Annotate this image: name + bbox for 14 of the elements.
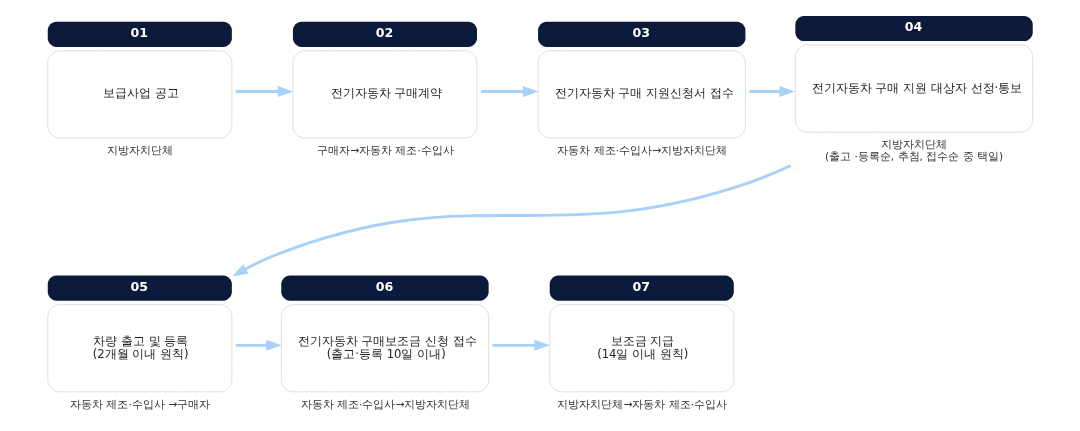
arrow <box>235 86 294 97</box>
arrow <box>232 164 792 277</box>
node-label: 구매자→자동차 제조·수입사 <box>317 144 454 158</box>
arrow <box>481 86 539 97</box>
arrow <box>749 86 796 97</box>
node-label: (출고 ·등록순, 추첨, 접수순 중 택일) <box>824 150 1004 164</box>
node-label: 지방자치단체 <box>106 144 173 158</box>
arrow <box>235 339 282 351</box>
arrow <box>492 339 550 351</box>
node-label: 자동차 제조·수입사→지방자치단체 <box>557 144 728 158</box>
node-label: 자동차 제조·수입사→지방자치단체 <box>300 398 471 412</box>
node-label: 지방자치단체→자동차 제조·수입사 <box>557 398 728 412</box>
node-label: 자동차 제조·수입사 →구매자 <box>70 398 211 412</box>
node-label: 지방자치단체 <box>881 138 948 152</box>
